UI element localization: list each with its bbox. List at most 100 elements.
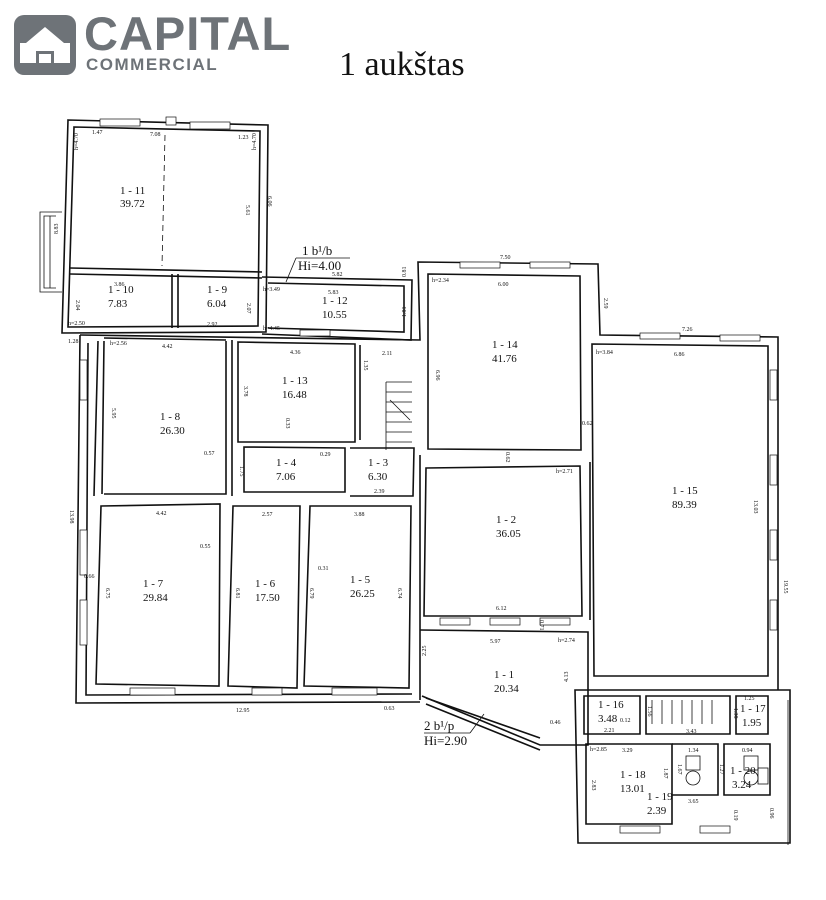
room-1-5-id: 1 - 5	[350, 574, 371, 586]
dimension-label: 0.29	[320, 452, 331, 458]
dimension-label: 0.94	[742, 748, 753, 754]
dimension-label: 1.81	[402, 307, 408, 318]
dimension-label: 19.55	[782, 580, 788, 594]
room-labels: 1 - 11 39.72 1 - 10 7.83 1 - 9 6.04 1 - …	[108, 185, 766, 817]
dimension-label: 5.61	[244, 205, 250, 216]
note-2b-height: Hi=2.90	[424, 733, 467, 748]
dimension-label: 2.04	[74, 300, 80, 311]
dimension-label: 3.29	[622, 748, 633, 754]
dimension-label: 0.46	[550, 720, 561, 726]
room-1-20-area: 3.24	[732, 779, 752, 791]
dimension-label: 0.55	[200, 544, 211, 550]
room-1-19-area: 2.39	[647, 805, 667, 817]
dimension-label: h=3.49	[263, 287, 280, 293]
room-1-4-area: 7.06	[276, 471, 296, 483]
room-1-9-area: 6.04	[207, 298, 227, 310]
dimension-label: 3.88	[354, 512, 365, 518]
dimension-label: 3.65	[688, 799, 699, 805]
dimension-label: 1.47	[92, 130, 103, 136]
room-1-3-id: 1 - 3	[368, 457, 389, 469]
room-1-9-id: 1 - 9	[207, 284, 228, 296]
dimension-label: 0.81	[402, 267, 408, 278]
room-1-14-id: 1 - 14	[492, 339, 518, 351]
note-1b-height: Hi=4.00	[298, 258, 341, 273]
dimension-label: 5.95	[110, 408, 116, 419]
room-1-4-id: 1 - 4	[276, 457, 297, 469]
dimension-label: 1.75	[238, 466, 244, 477]
room-1-13-id: 1 - 13	[282, 375, 308, 387]
dimension-label: 5.97	[490, 639, 501, 645]
room-1-16-id: 1 - 16	[598, 699, 624, 711]
room-1-17-id: 1 - 17	[740, 703, 766, 715]
dimension-label: 2.07	[245, 303, 251, 314]
dimension-label: 0.66	[84, 574, 95, 580]
dimension-label: 2.39	[374, 489, 385, 495]
room-1-7-id: 1 - 7	[143, 578, 164, 590]
dimension-label: 13.03	[752, 500, 758, 514]
house-logo-icon	[14, 15, 76, 75]
dimension-label: 6.79	[308, 588, 314, 599]
stairs	[385, 381, 713, 724]
room-1-14-area: 41.76	[492, 353, 517, 365]
dimension-label: 2.25	[422, 646, 428, 657]
dimension-label: 7.50	[500, 255, 511, 261]
room-1-7-area: 29.84	[143, 592, 168, 604]
dimension-label: 3.78	[242, 386, 248, 397]
room-1-6-area: 17.50	[255, 592, 280, 604]
dimension-label: 0.19	[732, 810, 738, 821]
dimension-label: h=2.56	[110, 341, 127, 347]
room-1-12-id: 1 - 12	[322, 295, 348, 307]
dimension-label: 1.67	[676, 764, 682, 775]
dimension-label: 0.12	[620, 718, 631, 724]
room-1-3-area: 6.30	[368, 471, 388, 483]
dimension-label: h=3.84	[596, 350, 613, 356]
dimension-label: 3.86	[114, 282, 125, 288]
dimension-label: 5.83	[328, 290, 339, 296]
dimension-label: h=4.70	[74, 133, 80, 150]
room-1-17-area: 1.95	[742, 717, 762, 729]
dimension-label: 4.36	[290, 350, 301, 356]
room-1-12-area: 10.55	[322, 309, 347, 321]
dimension-label: h=2.50	[68, 321, 85, 327]
room-1-8-id: 1 - 8	[160, 411, 181, 423]
room-1-2-area: 36.05	[496, 528, 521, 540]
room-1-8-area: 26.30	[160, 425, 185, 437]
dimension-label: 1.27	[718, 764, 724, 775]
room-1-10-id: 1 - 10	[108, 284, 134, 296]
dimension-label: h=2.34	[432, 278, 449, 284]
dimension-label: 1.56	[646, 706, 652, 717]
note-2b-label: 2 b¹/p	[424, 718, 454, 733]
room-1-11-id: 1 - 11	[120, 185, 145, 197]
header: CAPITAL COMMERCIAL 1 aukštas	[0, 0, 826, 100]
room-1-5-area: 26.25	[350, 588, 375, 600]
dimension-label: 4.13	[564, 672, 570, 683]
dimension-label: 7.08	[150, 132, 161, 138]
brand-name: CAPITAL	[84, 7, 292, 60]
dimension-label: 1.25	[744, 696, 755, 702]
capital-commercial-logo: CAPITAL COMMERCIAL	[14, 7, 290, 82]
dimension-label: 0.62	[504, 452, 510, 463]
dimension-labels: 1.47 7.08 1.23 h=4.70 h=4.70 5.61 6.06 8…	[54, 130, 788, 821]
dimension-label: 6.12	[496, 606, 507, 612]
dimension-label: 1.87	[662, 768, 668, 779]
note-1b-label: 1 b¹/b	[302, 243, 332, 258]
dimension-label: h=2.71	[556, 469, 573, 475]
dimension-label: 6.06	[266, 196, 272, 207]
dimension-label: 1.34	[688, 748, 699, 754]
dimension-label: 2.92	[207, 322, 218, 328]
dimension-label: 12.95	[236, 708, 250, 714]
dimension-label: 3.43	[686, 729, 697, 735]
dimension-label: 13.98	[68, 510, 74, 524]
room-1-1-id: 1 - 1	[494, 669, 514, 681]
dimension-label: h=4.45	[263, 326, 280, 332]
dimension-label: 6.75	[104, 588, 110, 599]
dimension-label: 0.62	[582, 421, 593, 427]
dimension-label: 0.31	[318, 566, 329, 572]
dimension-label: 1.35	[362, 360, 368, 371]
window-marks	[79, 116, 778, 834]
dimension-label: 4.42	[156, 511, 167, 517]
dimension-label: 6.86	[674, 352, 685, 358]
room-1-15-area: 89.39	[672, 499, 697, 511]
room-1-15-id: 1 - 15	[672, 485, 698, 497]
